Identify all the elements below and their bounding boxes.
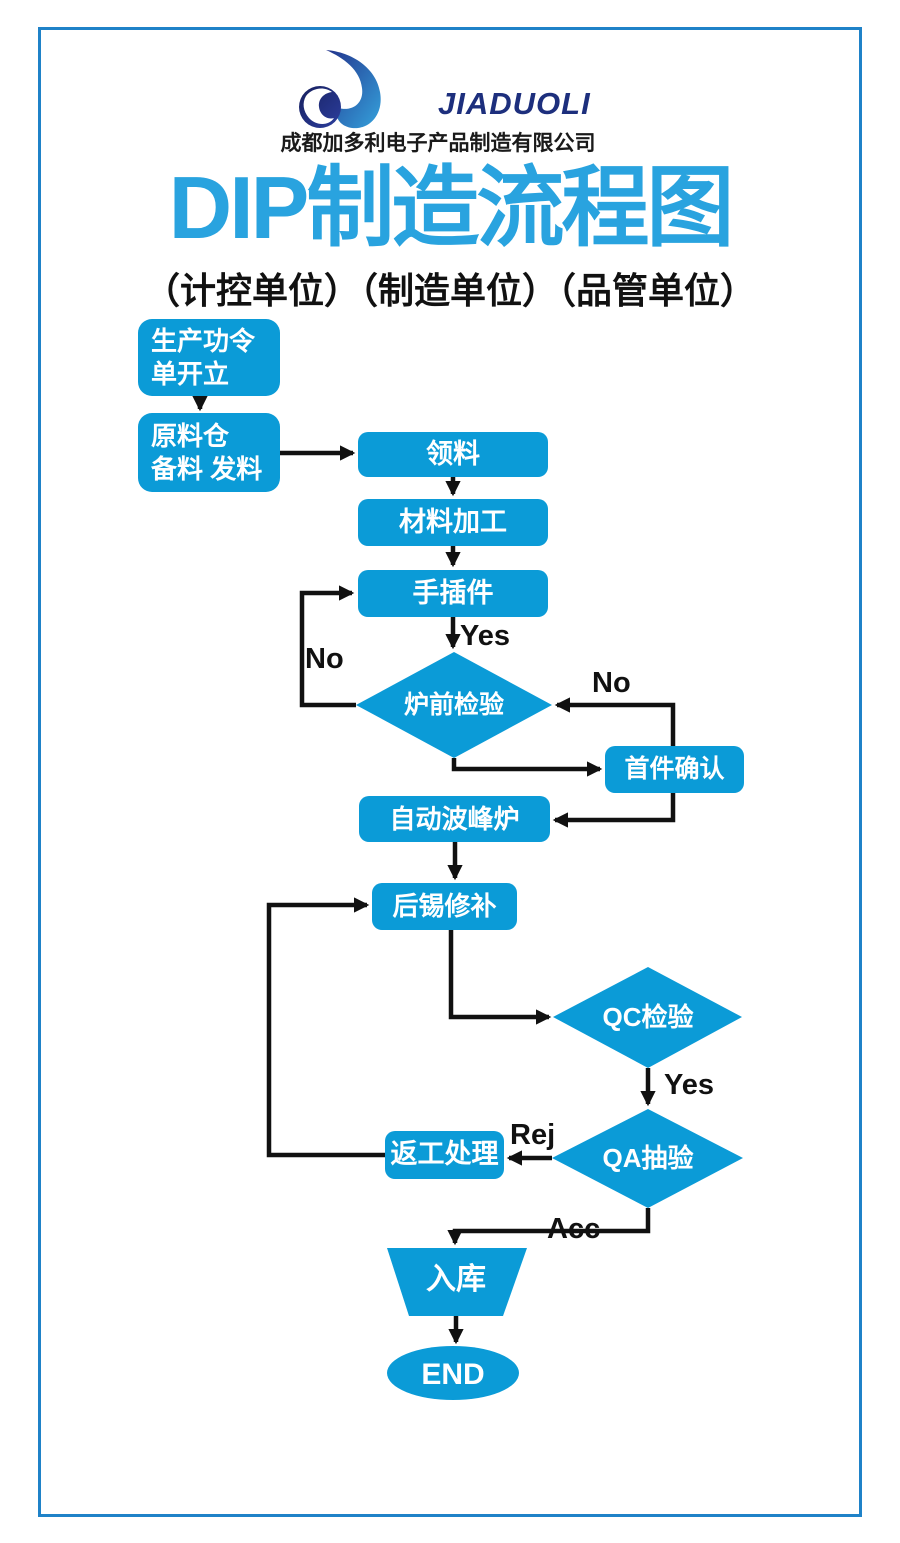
node-end-shape [387, 1346, 519, 1400]
node-qc-inspection-shape [553, 967, 742, 1068]
edge-label-acc-to-warehouse: Acc [547, 1213, 601, 1245]
edge-furnace-check-to-first-article [451, 758, 603, 777]
node-warehouse-in-shape [387, 1248, 527, 1316]
node-pre-furnace-inspection-label: 炉前检验 [403, 691, 504, 719]
node-end-label: END [421, 1358, 485, 1391]
node-production-order: 生产功令 单开立 [138, 319, 280, 396]
node-solder-repair: 后锡修补 [372, 883, 517, 930]
page-border-frame [38, 27, 862, 1517]
node-warehouse-in-label: 入库 [426, 1263, 486, 1296]
edge-rework-to-repair-loop [266, 897, 385, 1158]
node-pre-furnace-inspection-shape [356, 652, 552, 758]
node-material-prep: 原料仓 备料 发料 [138, 413, 280, 492]
company-logo-text: JIADUOLI [438, 86, 591, 121]
edge-label-no-from-first-article: No [592, 667, 631, 699]
node-qa-sampling-shape [552, 1109, 743, 1208]
edge-qa-to-warehouse [447, 1208, 651, 1246]
node-pick-material: 领料 [358, 432, 548, 477]
node-rework: 返工处理 [385, 1131, 504, 1179]
edge-label-yes-to-furnace: Yes [460, 620, 510, 652]
edge-furnace-check-no-loop [299, 585, 356, 708]
company-logo-mark [299, 50, 381, 129]
edge-first-article-no-loop [554, 697, 676, 746]
node-qa-sampling-label: QA抽验 [602, 1143, 694, 1173]
edge-first-article-to-wave-solder [552, 793, 676, 828]
edge-label-no-to-hand-insert: No [305, 643, 344, 675]
company-name: 成都加多利电子产品制造有限公司 [280, 132, 596, 155]
page-title: DIP制造流程图 [168, 158, 735, 257]
node-wave-solder: 自动波峰炉 [359, 796, 550, 842]
node-first-article-confirm: 首件确认 [605, 746, 744, 793]
node-qc-inspection-label: QC检验 [602, 1002, 694, 1032]
edge-repair-to-qc [448, 930, 552, 1025]
page-subtitle: （计控单位）（制造单位）（品管单位） [143, 270, 756, 311]
edge-label-yes-to-qa: Yes [664, 1069, 714, 1101]
node-material-processing: 材料加工 [358, 499, 548, 546]
node-hand-insert: 手插件 [358, 570, 548, 617]
edge-label-rej-to-rework: Rej [510, 1119, 556, 1151]
